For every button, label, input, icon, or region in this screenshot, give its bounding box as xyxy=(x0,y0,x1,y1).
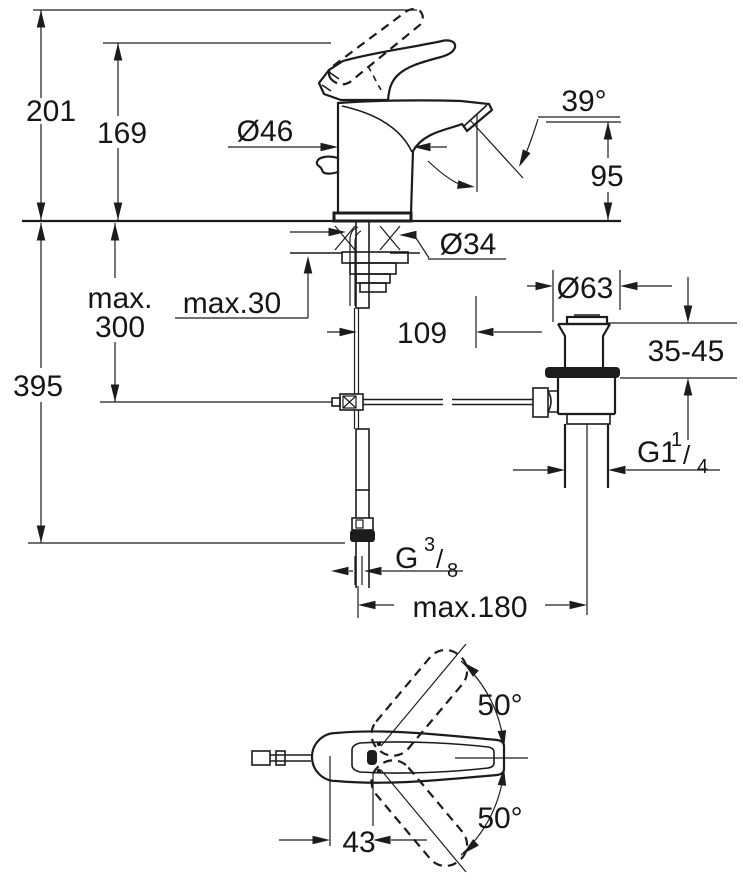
lever-pivot-slot xyxy=(367,750,377,765)
lever-pin xyxy=(251,750,271,766)
max-30-label: max.30 xyxy=(183,287,281,320)
g1-quarter-label: G1 1 / 4 xyxy=(637,429,708,478)
dimension-lines xyxy=(28,9,737,618)
dim-201-label: 201 xyxy=(26,95,76,128)
dim-95-label: 95 xyxy=(590,160,623,193)
faucet-base xyxy=(332,211,413,223)
hose-nut xyxy=(350,530,375,542)
pop-up-rod xyxy=(363,398,533,406)
threaded-shank xyxy=(355,220,370,309)
waste-adjust-knob xyxy=(532,387,549,418)
lever-outline xyxy=(310,730,506,784)
max-300-value-label: 300 xyxy=(95,311,145,344)
g-three-eighths-label: G 3 / 8 xyxy=(395,534,458,582)
dim-43-label: 43 xyxy=(342,826,375,859)
faucet-body-outline xyxy=(22,7,621,223)
max-300-word-label: max. xyxy=(87,282,152,315)
dia-46-label: Ø46 xyxy=(237,115,294,148)
lever-top-view xyxy=(251,643,528,873)
lever-raised-position xyxy=(327,7,424,86)
range-35-45-label: 35-45 xyxy=(648,335,725,368)
dim-169-label: 169 xyxy=(97,117,147,150)
dia-34-label: Ø34 xyxy=(440,228,497,261)
dimension-labels: 201 169 Ø46 39° 95 Ø34 max. 300 max.30 1… xyxy=(13,85,724,859)
flexible-hose xyxy=(355,428,370,491)
angle-50-up-label: 50° xyxy=(477,689,522,722)
dia-63-label: Ø63 xyxy=(557,272,614,305)
waste-tailpipe xyxy=(563,424,610,488)
angle-50-down-label: 50° xyxy=(477,802,522,835)
angle-39-label: 39° xyxy=(561,85,606,118)
dim-395-label: 395 xyxy=(13,370,63,403)
max-180-label: max.180 xyxy=(412,591,527,624)
pop-up-waste-assembly xyxy=(532,314,620,615)
waste-seal-ring xyxy=(545,367,620,378)
under-deck-assembly xyxy=(290,220,533,588)
dim-109-label: 109 xyxy=(397,317,447,350)
